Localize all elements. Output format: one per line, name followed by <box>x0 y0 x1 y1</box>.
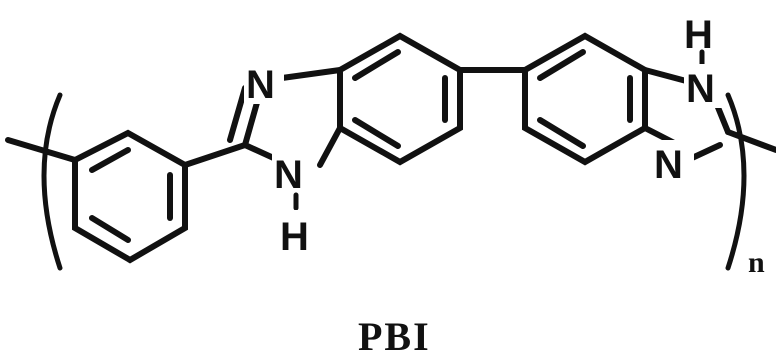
atom-n-left-top: N <box>246 63 275 107</box>
atom-n-left-bottom: N <box>274 153 303 197</box>
right-repeat-bracket <box>725 92 747 271</box>
repeat-subscript: n <box>748 246 765 279</box>
atom-h-left: H <box>280 215 309 259</box>
atom-n-right-bottom: N <box>654 143 683 187</box>
right-benzo-ring <box>522 32 648 166</box>
left-imidazole-ring <box>227 67 343 168</box>
phenylene-to-imidazole-bond <box>182 142 248 168</box>
left-end-bond <box>5 137 78 163</box>
phenylene-ring <box>72 129 188 264</box>
atom-n-right-top: N <box>686 67 715 111</box>
structure-caption: PBI <box>358 314 431 359</box>
left-repeat-bracket <box>41 92 63 271</box>
left-benzo-ring <box>337 32 463 166</box>
atom-h-right: H <box>684 13 713 57</box>
